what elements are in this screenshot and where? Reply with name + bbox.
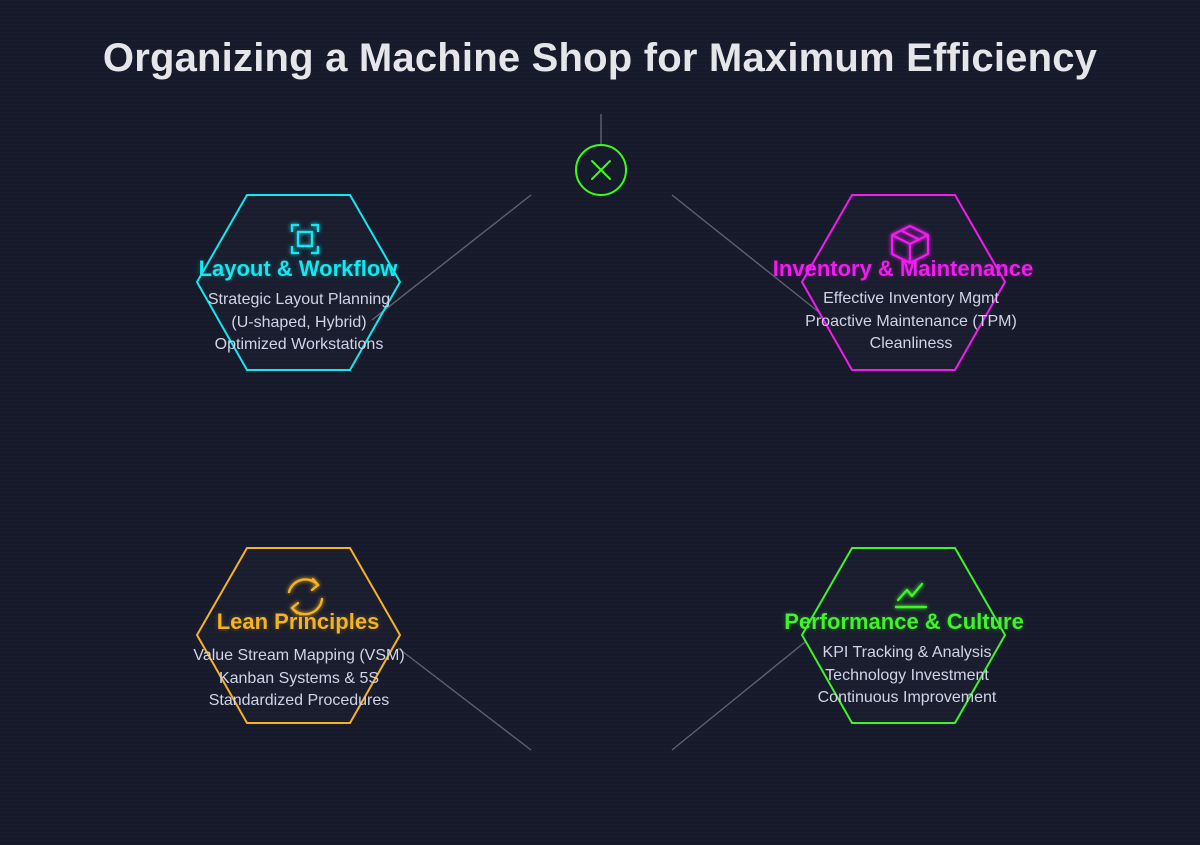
layout-hexagon[interactable] — [195, 194, 402, 371]
connectors — [371, 114, 821, 751]
page-title: Organizing a Machine Shop for Maximum Ef… — [102, 36, 1098, 80]
connector-performance — [671, 641, 806, 751]
list-item: Standardized Procedures — [208, 692, 390, 710]
list-item: KPI Tracking & Analysis — [822, 644, 992, 661]
connector-layout — [371, 194, 532, 321]
layout-items: Strategic Layout Planning (U-shaped, Hyb… — [149, 289, 449, 357]
list-item: Proactive Maintenance (TPM) — [805, 312, 1017, 330]
list-item: Strategic Layout Planning — [207, 291, 391, 308]
inventory-title: Inventory & Maintenance — [772, 256, 1034, 281]
lean-title: Lean Principles — [216, 609, 380, 634]
list-item: Optimized Workstations — [214, 336, 384, 354]
lean-hexagon[interactable] — [195, 547, 402, 724]
inventory-hexagon[interactable] — [800, 194, 1007, 371]
list-item: Kanban Systems & 5S — [218, 669, 380, 687]
list-item: Continuous Improvement — [817, 689, 997, 707]
connector-lean — [397, 647, 532, 751]
list-item: Value Stream Mapping (VSM) — [193, 647, 405, 664]
cycle-arrows-icon — [287, 577, 324, 616]
performance-items: KPI Tracking & Analysis Technology Inves… — [757, 642, 1057, 710]
close-x-icon — [591, 160, 611, 180]
connector-inventory — [671, 194, 821, 314]
performance-title: Performance & Culture — [784, 609, 1024, 634]
list-item: Effective Inventory Mgmt — [823, 290, 999, 307]
node-hexagons — [195, 194, 1007, 724]
frame-scan-icon — [290, 223, 320, 255]
lean-items: Value Stream Mapping (VSM) Kanban System… — [149, 645, 449, 713]
performance-hexagon[interactable] — [800, 547, 1007, 724]
inventory-items: Effective Inventory Mgmt Proactive Maint… — [761, 288, 1061, 356]
list-item: (U-shaped, Hybrid) — [231, 313, 367, 331]
package-box-icon — [890, 224, 930, 265]
center-hub[interactable] — [575, 144, 627, 196]
trend-chart-icon — [894, 582, 928, 609]
list-item: Technology Investment — [825, 666, 989, 684]
layout-title: Layout & Workflow — [198, 256, 398, 281]
list-item: Cleanliness — [869, 335, 953, 353]
